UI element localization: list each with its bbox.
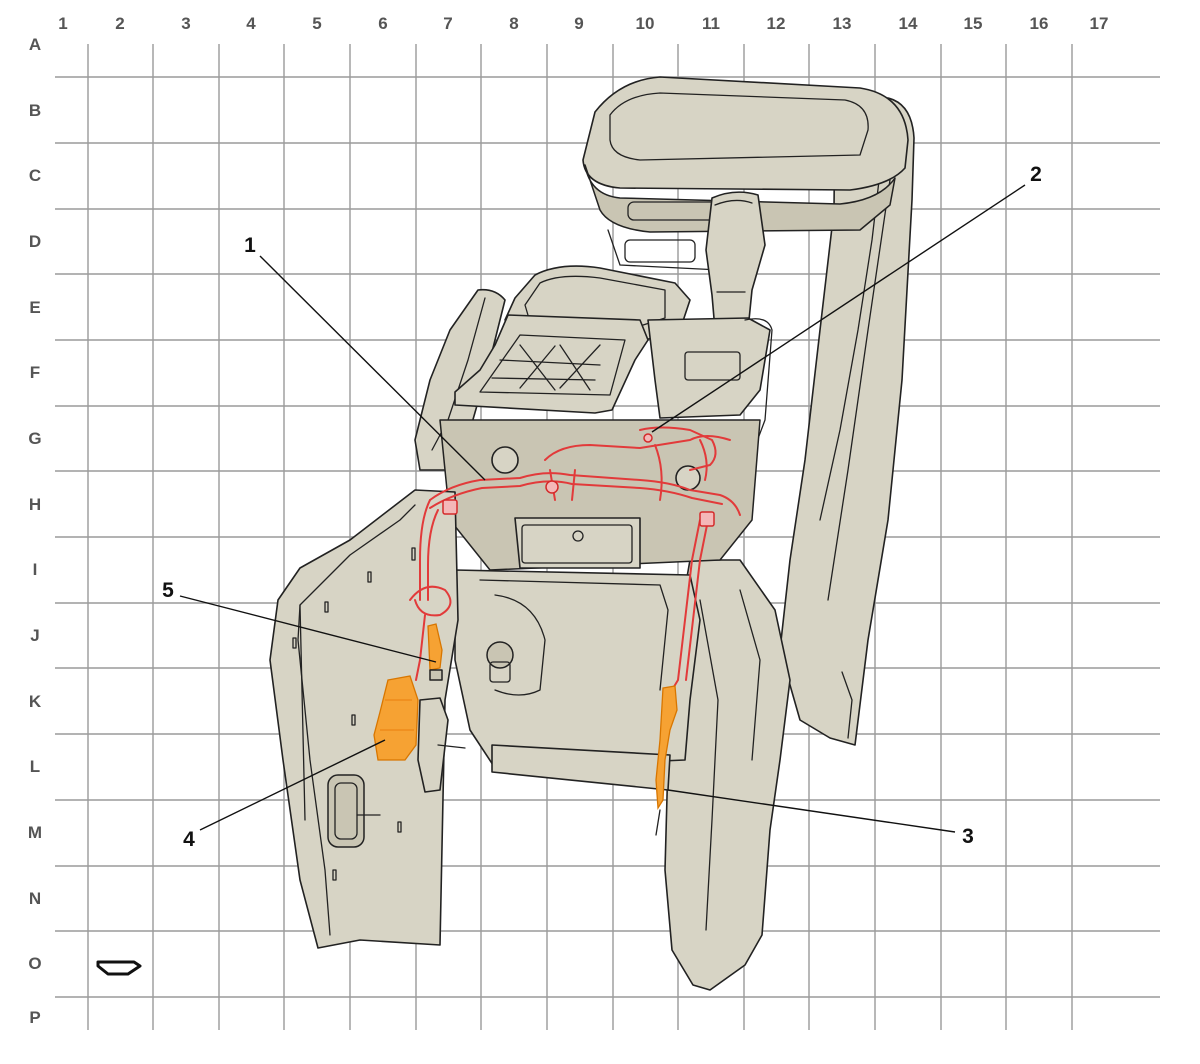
row-label: C xyxy=(29,166,41,185)
callout-1: 1 xyxy=(244,234,256,257)
center-console-illustration xyxy=(269,76,915,991)
right-side-panel xyxy=(779,97,915,746)
callout-4: 4 xyxy=(183,828,195,851)
row-label: L xyxy=(30,757,40,776)
view-direction-arrow-icon xyxy=(96,960,142,976)
column-label: 1 xyxy=(58,14,67,33)
door-panel-slots xyxy=(292,547,416,881)
callout-3: 3 xyxy=(962,825,974,848)
row-label: H xyxy=(29,495,41,514)
column-label: 3 xyxy=(181,14,190,33)
column-labels: 1 2 3 4 5 6 7 8 9 10 11 12 13 14 15 16 1… xyxy=(58,14,1108,33)
armrest-lid xyxy=(582,76,909,191)
left-door-panel xyxy=(269,489,459,949)
row-label: M xyxy=(28,823,42,842)
row-label: F xyxy=(30,363,40,382)
row-label: B xyxy=(29,101,41,120)
column-label: 17 xyxy=(1090,14,1109,33)
gear-selector xyxy=(705,191,766,331)
callout-numbers: 1 2 3 4 5 xyxy=(162,163,1042,851)
wiring-harness xyxy=(409,426,741,691)
row-label: A xyxy=(29,35,41,54)
column-label: 13 xyxy=(833,14,852,33)
row-label: G xyxy=(28,429,41,448)
callout-5: 5 xyxy=(162,579,174,602)
row-label: I xyxy=(33,560,38,579)
highlighted-component-3 xyxy=(655,685,678,836)
armrest-front-face xyxy=(584,164,896,233)
column-label: 14 xyxy=(899,14,918,33)
row-label: P xyxy=(29,1008,40,1027)
middle-tray-frame xyxy=(454,314,649,414)
row-label: O xyxy=(28,954,41,973)
row-label: J xyxy=(30,626,39,645)
column-label: 9 xyxy=(574,14,583,33)
column-label: 5 xyxy=(312,14,321,33)
callout-leaders xyxy=(179,184,1026,833)
door-hinge xyxy=(417,697,449,793)
front-storage-body xyxy=(454,569,701,769)
row-labels: A B C D E F G H I J K L M N O P xyxy=(28,35,42,1027)
column-label: 16 xyxy=(1030,14,1049,33)
column-label: 7 xyxy=(443,14,452,33)
power-socket xyxy=(486,641,514,669)
column-label: 2 xyxy=(115,14,124,33)
column-label: 15 xyxy=(964,14,983,33)
column-label: 6 xyxy=(378,14,387,33)
right-tray xyxy=(647,317,771,419)
column-label: 11 xyxy=(702,14,720,33)
row-label: K xyxy=(29,692,42,711)
highlighted-component-5 xyxy=(427,623,443,681)
row-label: N xyxy=(29,889,41,908)
row-label: D xyxy=(29,232,41,251)
center-module xyxy=(514,517,641,569)
callout-2: 2 xyxy=(1030,163,1042,186)
row-label: E xyxy=(29,298,40,317)
highlighted-component-4 xyxy=(373,675,419,761)
door-latch xyxy=(327,774,365,848)
left-bracket xyxy=(414,288,506,471)
column-label: 8 xyxy=(509,14,518,33)
column-label: 10 xyxy=(636,14,655,33)
column-label: 4 xyxy=(246,14,256,33)
column-label: 12 xyxy=(767,14,786,33)
